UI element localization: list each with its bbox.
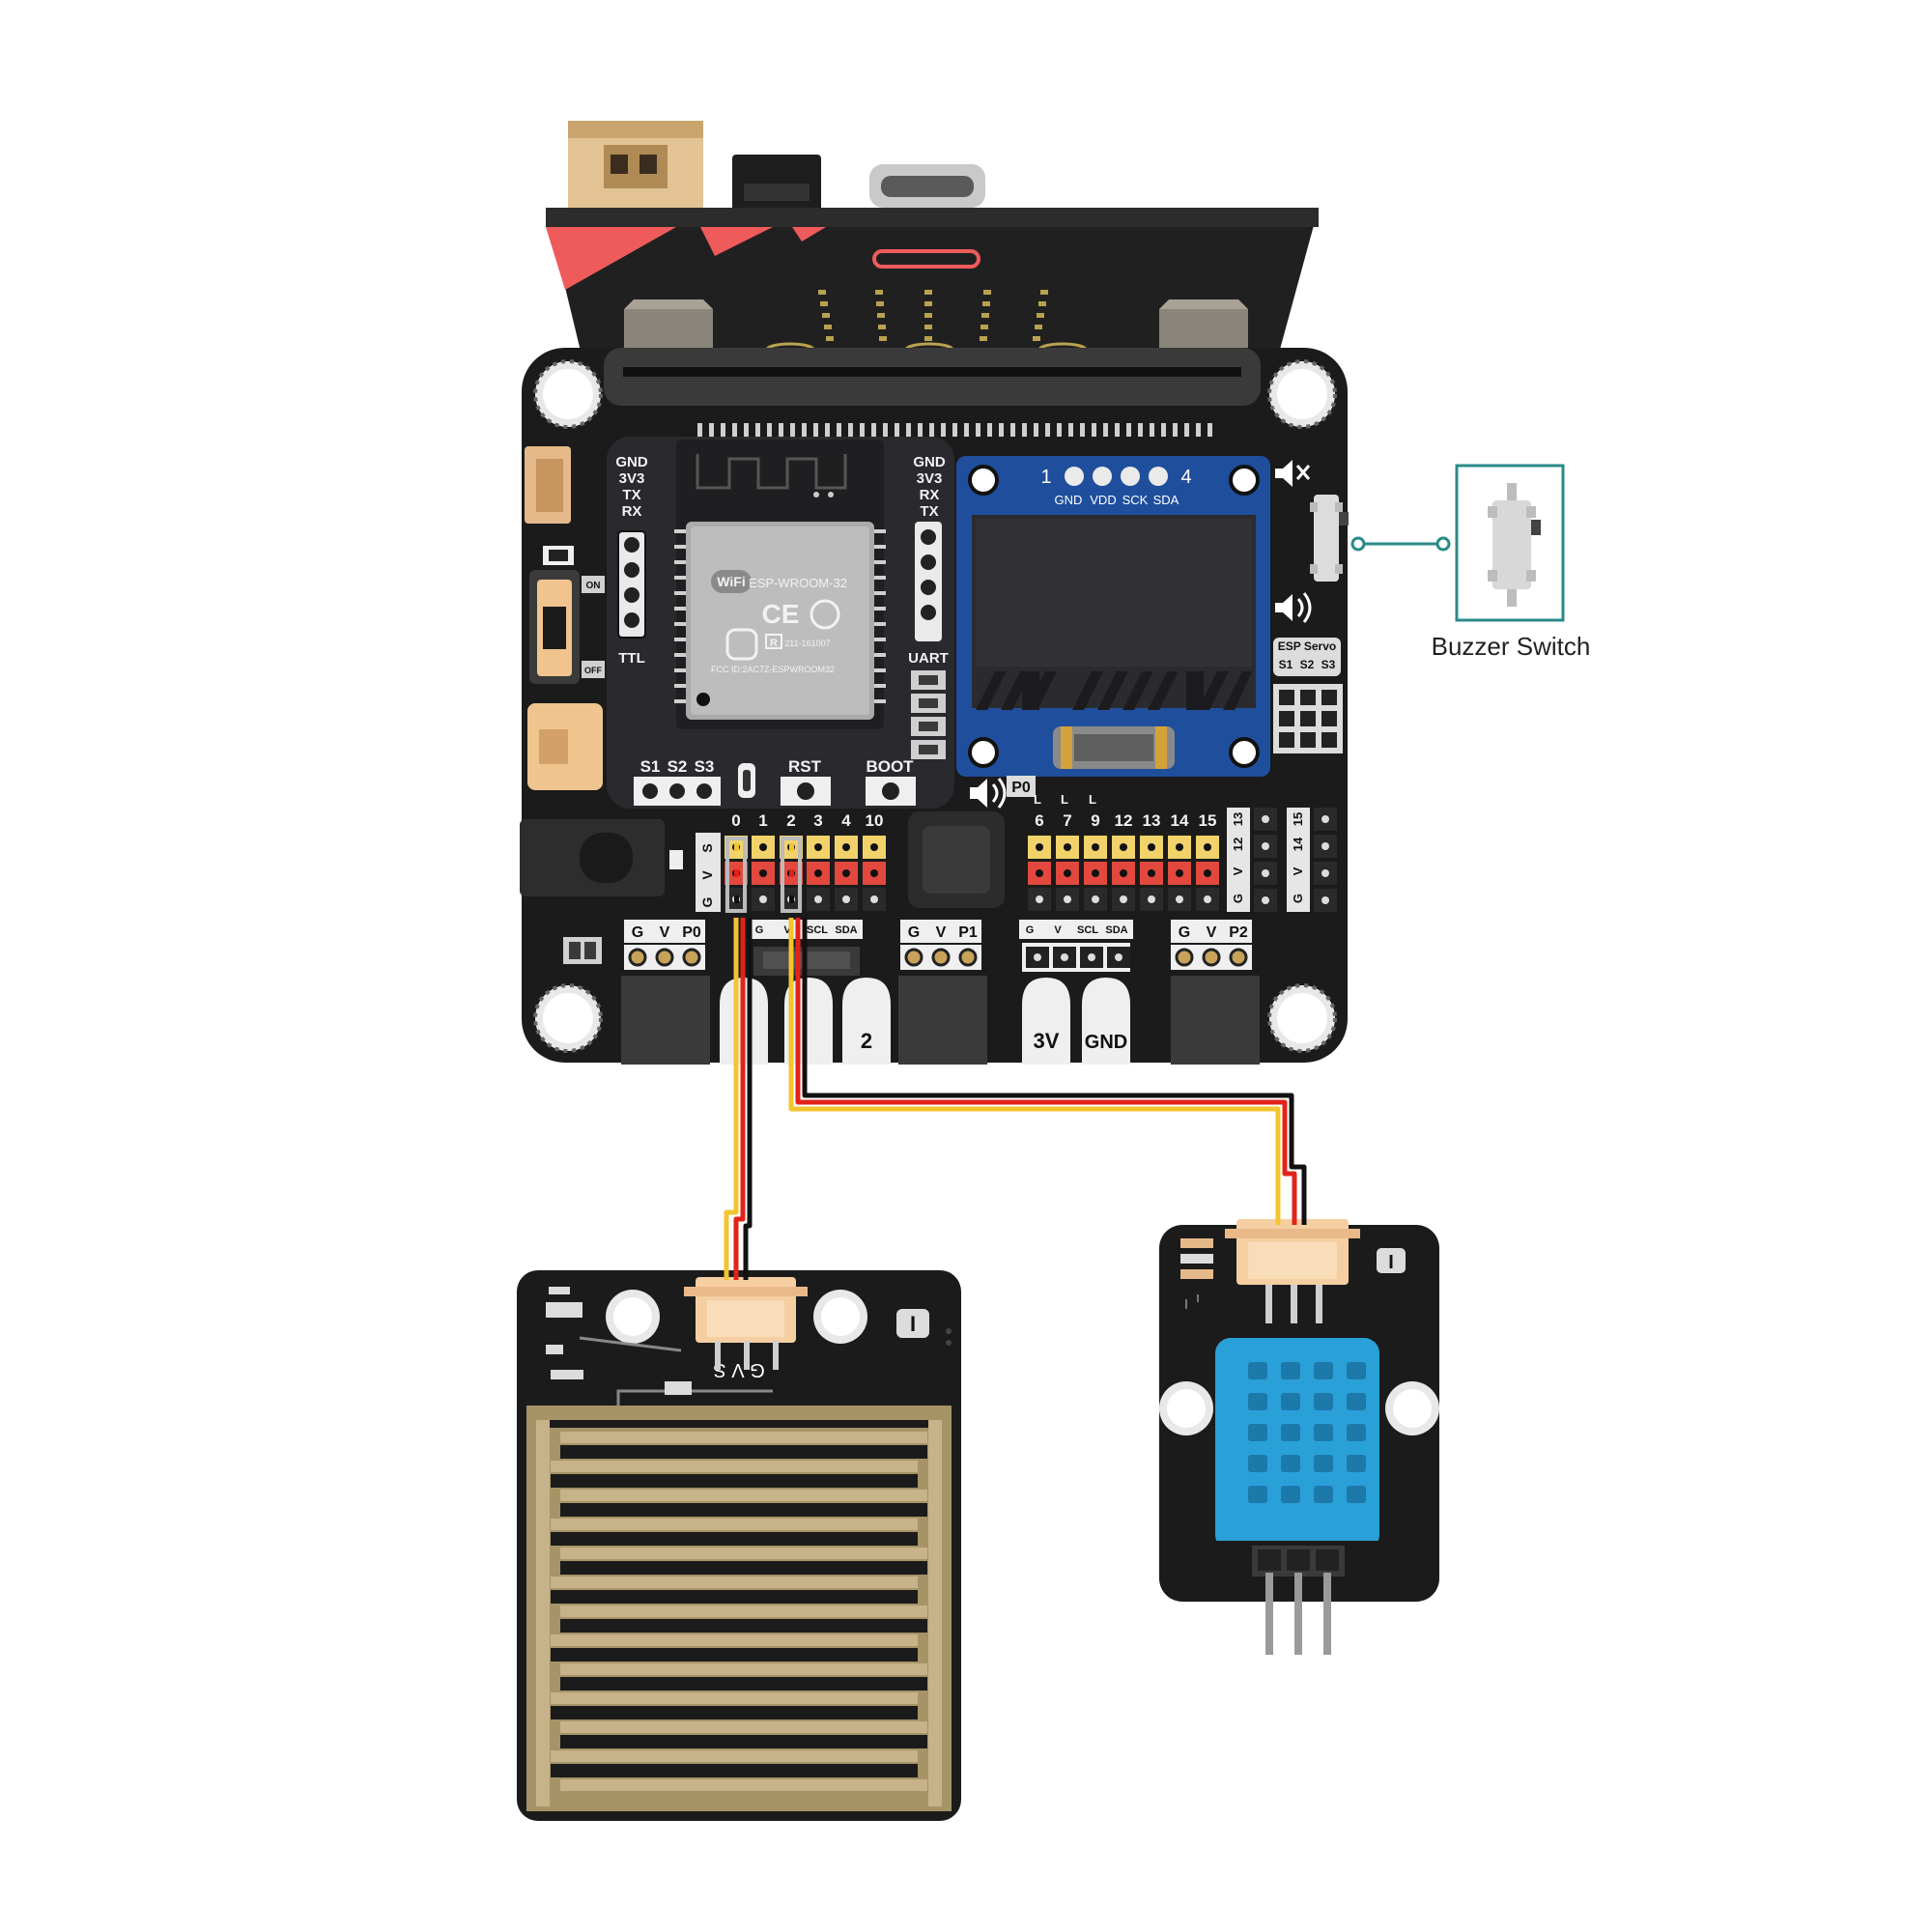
expansion-board: ON OFF GND 3V3 TX RX TTL GND 3V3 RX TX U… [520, 348, 1349, 1065]
pin-label-6: 6 [1035, 811, 1043, 830]
boot-label: BOOT [866, 757, 914, 776]
esp-servo-s1: S1 [1279, 658, 1293, 671]
p1-port-g: G [908, 924, 920, 941]
i2c-sda: SDA [1105, 924, 1127, 936]
p2-port-v: V [1207, 924, 1217, 941]
rain-sensor-wires [724, 918, 753, 1280]
uart-label: UART [908, 650, 949, 667]
uart-pin-gnd: GND [913, 454, 946, 470]
pin-label-13: 13 [1143, 811, 1161, 830]
oled-num-left: 1 [1040, 467, 1051, 488]
col-a-v: V [1231, 867, 1245, 875]
pin-label-10: 10 [866, 811, 884, 830]
p0-port-p0: P0 [682, 924, 701, 941]
pin-label-4: 4 [841, 811, 851, 830]
i2c-scl: SCL [1077, 924, 1098, 936]
module-fcc: FCC ID:2AC7Z-ESPWROOM32 [711, 665, 835, 674]
ce-mark: CE [762, 599, 800, 629]
rst-label: RST [788, 757, 822, 776]
i2c-small-v: V [783, 924, 791, 936]
servo-s3-label: S3 [695, 757, 715, 776]
pin-label-15: 15 [1199, 811, 1217, 830]
uart-pin-tx: TX [920, 503, 938, 520]
rain-pin-labels: G V S [713, 1359, 764, 1380]
wifi-logo: WiFi [717, 574, 745, 589]
col-a-g: G [1231, 894, 1245, 903]
p2-port-g: G [1179, 924, 1190, 941]
i2c-small-sda: SDA [835, 924, 857, 936]
l-mark-7: L [1061, 792, 1068, 807]
pin-label-3: 3 [813, 811, 822, 830]
i2c-small-g: G [755, 924, 764, 936]
servo-s1-label: S1 [640, 757, 661, 776]
esp-servo-s2: S2 [1300, 658, 1315, 671]
pin-label-7: 7 [1063, 811, 1071, 830]
ttl-pin-tx: TX [622, 487, 640, 503]
dht-sensor-wires [788, 918, 1307, 1225]
l-mark-9: L [1089, 792, 1096, 807]
p1-port-v: V [936, 924, 947, 941]
edge-label-3v: 3V [1034, 1029, 1060, 1053]
rain-badge: I [910, 1312, 916, 1336]
mute-icon [1275, 460, 1311, 487]
dht11-sensor-module: I [1159, 1219, 1439, 1655]
svg-col-s: S [699, 843, 715, 852]
esp-servo-s3: S3 [1321, 658, 1336, 671]
oled-pin-sda: SDA [1153, 493, 1179, 507]
oled-num-right: 4 [1180, 467, 1191, 488]
uart-pin-rx: RX [920, 487, 940, 503]
servo-s2-label: S2 [668, 757, 688, 776]
pin-label-12: 12 [1115, 811, 1133, 830]
esp32-module: WiFi ESP-WROOM-32 CE R 211-161007 FCC ID… [674, 440, 886, 729]
esp-servo-title: ESP Servo [1278, 639, 1336, 653]
ttl-pin-3v3: 3V3 [619, 470, 645, 487]
ttl-label: TTL [618, 650, 645, 667]
microbit-edge [546, 208, 1319, 372]
p0-port-g: G [632, 924, 643, 941]
buzzer-switch-label: Buzzer Switch [1432, 632, 1591, 661]
edge-label-2: 2 [861, 1029, 872, 1053]
pin-label-0: 0 [731, 811, 740, 830]
module-code: 211-161007 [784, 639, 830, 648]
ttl-pin-rx: RX [622, 503, 642, 520]
p0-port-v: V [660, 924, 670, 941]
p1-port-p1: P1 [958, 924, 978, 941]
svg-col-v: V [699, 870, 715, 880]
oled-pin-gnd: GND [1055, 493, 1083, 507]
edge-label-gnd: GND [1085, 1032, 1127, 1053]
r-mark: R [770, 638, 778, 649]
svg-col-g: G [699, 896, 715, 907]
p0-tag: P0 [1011, 780, 1031, 796]
speaker-on-icon [1275, 592, 1312, 623]
buzzer-callout: Buzzer Switch [1350, 464, 1591, 661]
oled-pin-sck: SCK [1122, 493, 1149, 507]
mounting-holes [533, 359, 1337, 1053]
module-name: ESP-WROOM-32 [749, 576, 847, 590]
rain-sensor-module: I G V S [517, 1270, 961, 1821]
p2-port-p2: P2 [1229, 924, 1248, 941]
col-b-14: 14 [1291, 837, 1305, 851]
col-b-g: G [1291, 894, 1305, 903]
uart-pin-3v3: 3V3 [917, 470, 943, 487]
oled-display: 1 4 GND VDD SCK SDA [956, 456, 1270, 777]
i2c-g: G [1026, 924, 1035, 936]
top-connectors [568, 121, 985, 213]
pin-label-1: 1 [758, 811, 767, 830]
l-mark-6: L [1034, 792, 1041, 807]
i2c-v: V [1054, 924, 1062, 936]
switch-on-label: ON [586, 581, 601, 591]
col-b-15: 15 [1291, 812, 1305, 826]
pin-label-2: 2 [786, 811, 795, 830]
switch-off-label: OFF [584, 666, 602, 675]
pin-label-9: 9 [1091, 811, 1099, 830]
pin-label-14: 14 [1171, 811, 1189, 830]
i2c-small-scl: SCL [807, 924, 828, 936]
col-a-12: 12 [1231, 838, 1245, 851]
dht-badge: I [1388, 1252, 1394, 1273]
oled-pin-vdd: VDD [1090, 493, 1116, 507]
col-a-13: 13 [1231, 812, 1245, 826]
col-b-v: V [1291, 867, 1305, 875]
ttl-pin-gnd: GND [615, 454, 648, 470]
